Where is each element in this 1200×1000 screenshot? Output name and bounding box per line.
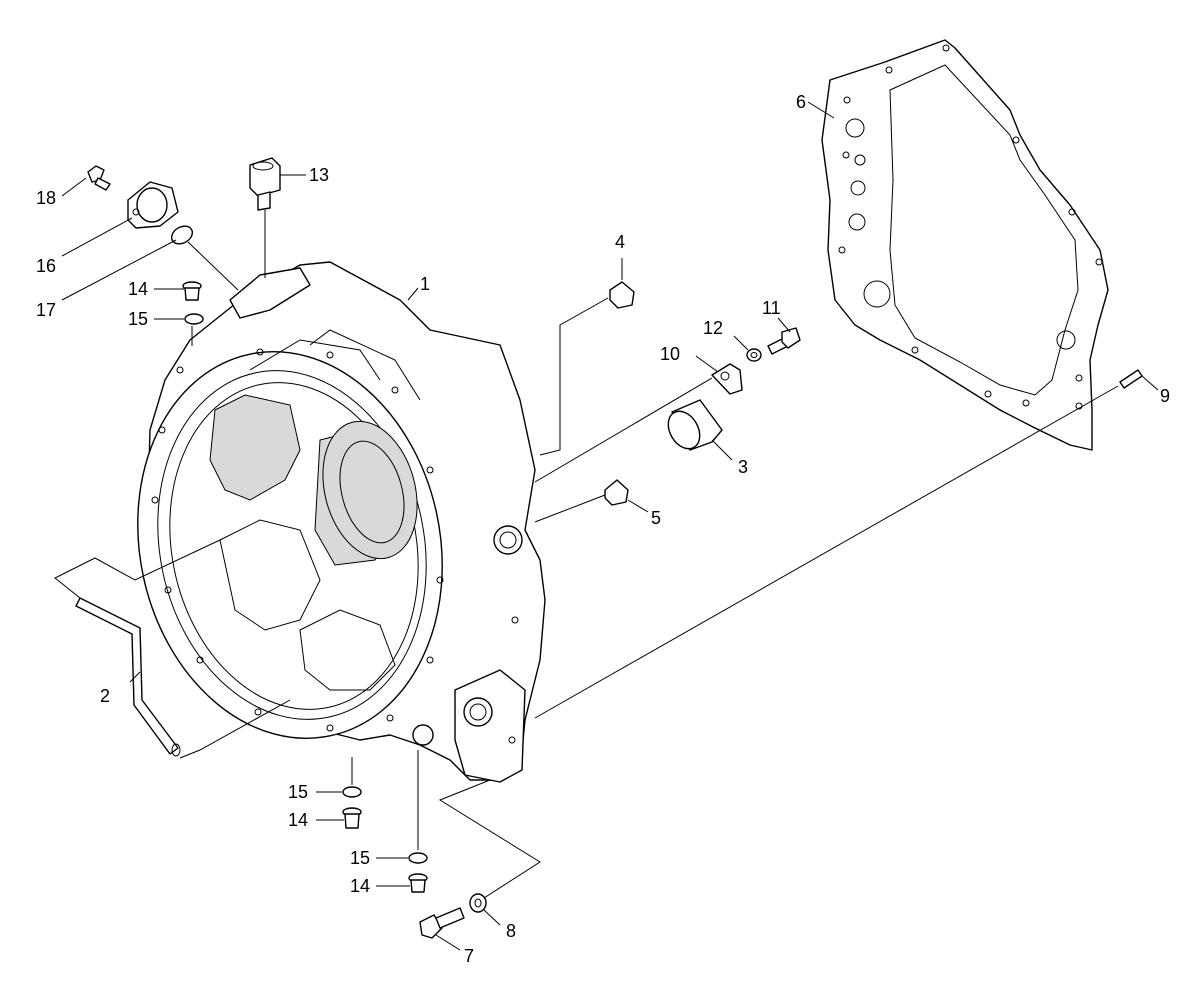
bracket-part	[711, 363, 743, 395]
callout-15a: 15	[128, 309, 148, 329]
callout-14c: 14	[350, 876, 370, 896]
cover-part	[127, 181, 179, 229]
callout-13: 13	[309, 165, 329, 185]
callout-5: 5	[651, 508, 661, 528]
callout-15c: 15	[350, 848, 370, 868]
callout-labels: 1 2 3 4 5 6 7 8 9 10 11 12 13 14 14 14 1…	[36, 92, 1170, 966]
gasket-holes	[838, 44, 1103, 410]
callout-9: 9	[1160, 386, 1170, 406]
callout-3: 3	[738, 457, 748, 477]
dowel-pin-part	[1119, 369, 1143, 389]
plug-4-part	[609, 281, 635, 309]
washer-12-part	[746, 348, 762, 362]
callout-17: 17	[36, 300, 56, 320]
housing-part	[137, 261, 546, 783]
o-ring-15b-part	[342, 786, 362, 798]
callout-7: 7	[464, 946, 474, 966]
sensor-part	[249, 157, 281, 211]
tube-part	[75, 597, 181, 757]
bolt-18-part	[87, 165, 111, 191]
o-ring-15c-part	[408, 852, 428, 864]
bolt-7-part	[419, 907, 465, 939]
callout-2: 2	[100, 686, 110, 706]
washer-8-part	[469, 893, 487, 913]
o-ring-15a-part	[184, 313, 204, 325]
callout-8: 8	[506, 921, 516, 941]
callout-4: 4	[615, 232, 625, 252]
callout-6: 6	[796, 92, 806, 112]
o-ring-17-part	[170, 225, 194, 245]
callout-12: 12	[703, 318, 723, 338]
plug-14a-part	[182, 281, 202, 301]
assembly-lines	[54, 210, 1119, 899]
plug-5-part	[604, 479, 629, 506]
callout-14b: 14	[288, 810, 308, 830]
plug-14c-part	[408, 873, 428, 893]
callout-1: 1	[420, 274, 430, 294]
callout-18: 18	[36, 188, 56, 208]
gasket-part	[821, 39, 1109, 451]
bolt-11-part	[767, 327, 801, 355]
leader-lines	[61, 101, 1159, 951]
sleeve-part	[667, 399, 723, 451]
callout-15b: 15	[288, 782, 308, 802]
plug-14b-part	[342, 807, 362, 829]
callout-16: 16	[36, 256, 56, 276]
callout-11: 11	[762, 298, 781, 318]
callout-14a: 14	[128, 279, 148, 299]
callout-10: 10	[660, 344, 680, 364]
